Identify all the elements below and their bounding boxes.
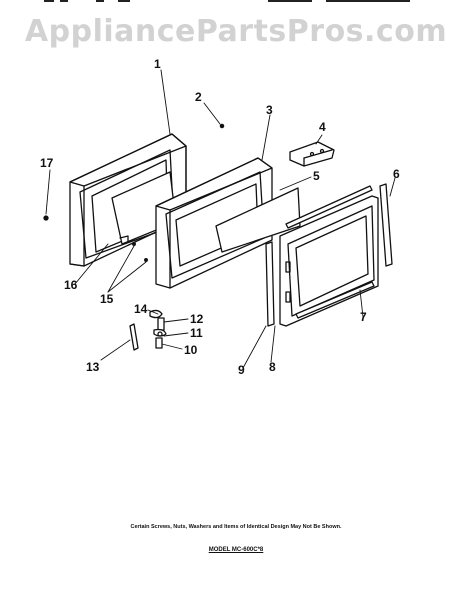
callout-7: 7 — [360, 310, 367, 324]
callout-1: 1 — [154, 57, 161, 71]
model-number: MODEL MC-600C*8 — [208, 547, 264, 553]
part-5-glass-pane — [215, 187, 301, 253]
callout-15: 15 — [100, 292, 114, 306]
watermark-logo: AppliancePartsPros.com — [24, 14, 448, 49]
callout-4: 4 — [319, 120, 326, 134]
callout-17: 17 — [40, 156, 54, 170]
callout-9: 9 — [238, 363, 245, 377]
callout-14: 14 — [134, 302, 148, 316]
callout-2: 2 — [195, 90, 202, 104]
callout-11: 11 — [190, 326, 203, 340]
callout-13: 13 — [86, 360, 100, 374]
part-17-screw — [43, 215, 49, 221]
footnote: Certain Screws, Nuts, Washers and Items … — [130, 524, 342, 530]
part-2-screw — [219, 123, 225, 129]
callout-5: 5 — [313, 169, 320, 183]
top-edge-marks — [44, 0, 410, 2]
part-9-vertical-strip — [265, 241, 275, 327]
callout-12: 12 — [190, 312, 204, 326]
callout-3: 3 — [266, 103, 273, 117]
callout-8: 8 — [269, 360, 276, 374]
part-6-side-strip — [379, 183, 393, 267]
part-4-hinge-bracket — [289, 141, 335, 167]
part-13-hinge-pin — [129, 323, 139, 351]
callout-16: 16 — [64, 278, 78, 292]
parts-10-14-hinge-hardware — [149, 309, 167, 349]
callout-6: 6 — [393, 167, 400, 181]
callout-10: 10 — [184, 343, 198, 357]
